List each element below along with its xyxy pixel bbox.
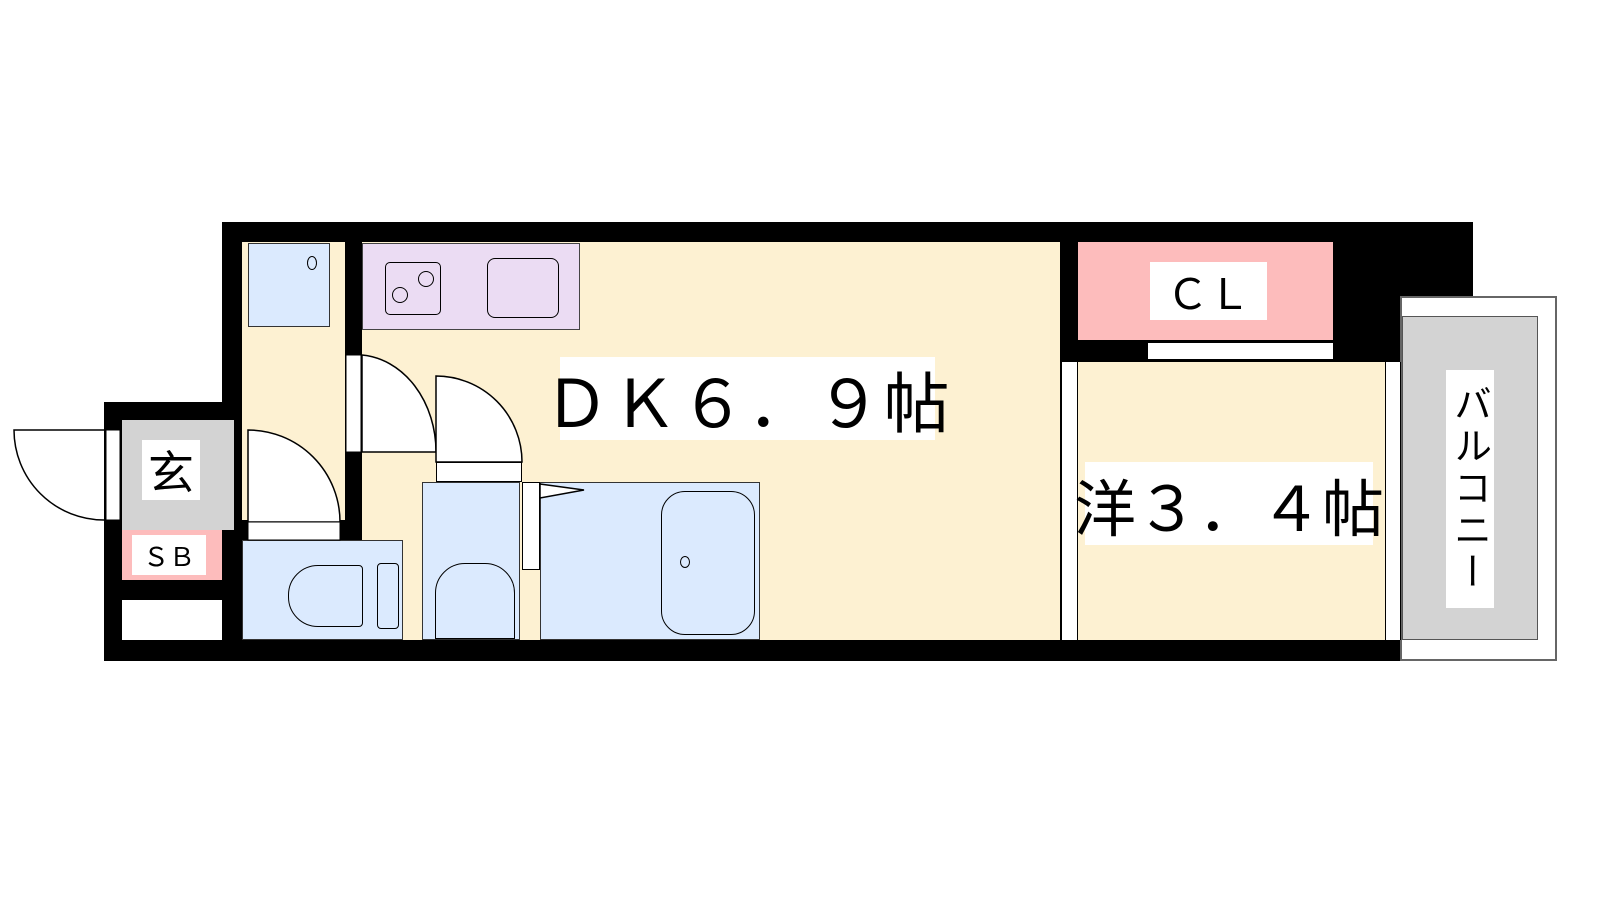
burner-icon: [418, 271, 434, 287]
front-door-frame: [105, 429, 121, 521]
bathtub-drain-icon: [680, 556, 690, 568]
closet-label: ＣＬ: [1150, 262, 1267, 320]
bathtub-icon: [661, 491, 755, 635]
toilet-room: [242, 540, 403, 640]
kitchen-wall: [345, 242, 362, 355]
washroom-door-swing[interactable]: [435, 375, 523, 463]
entrance-label: 玄: [142, 440, 200, 500]
sink-icon: [487, 258, 559, 318]
bathroom-door[interactable]: [522, 482, 540, 570]
toilet-tank-icon: [377, 563, 399, 629]
toilet-door-swing[interactable]: [247, 429, 341, 523]
washroom: [422, 482, 520, 640]
storage-space: [122, 600, 222, 640]
front-door-swing[interactable]: [13, 429, 105, 521]
washbasin-icon: [435, 563, 515, 639]
balcony-label-text: バルコニー: [1447, 384, 1492, 594]
stove-icon: [385, 262, 441, 315]
dk-door-frame: [345, 354, 362, 453]
shoe-box-label: ＳＢ: [132, 535, 206, 575]
toilet-door-frame: [247, 521, 341, 541]
toilet-icon: [288, 565, 363, 627]
bathroom: [540, 482, 760, 640]
western-room-sliding-door[interactable]: [1061, 362, 1078, 640]
western-room-label: 洋３．４帖: [1074, 462, 1384, 546]
corridor-wall: [345, 452, 362, 522]
refrigerator-space: [248, 243, 330, 327]
bathroom-door-leaf[interactable]: [539, 483, 585, 499]
balcony-window[interactable]: [1385, 362, 1401, 640]
kitchen-counter: [362, 243, 580, 330]
balcony-label: バルコニー: [1446, 370, 1494, 608]
closet-sliding-door[interactable]: [1148, 342, 1333, 360]
burner-icon: [392, 287, 408, 303]
dk-label: ＤＫ６．９帖: [544, 357, 950, 443]
drain-icon: [307, 256, 317, 270]
dk-door-swing[interactable]: [361, 354, 437, 453]
